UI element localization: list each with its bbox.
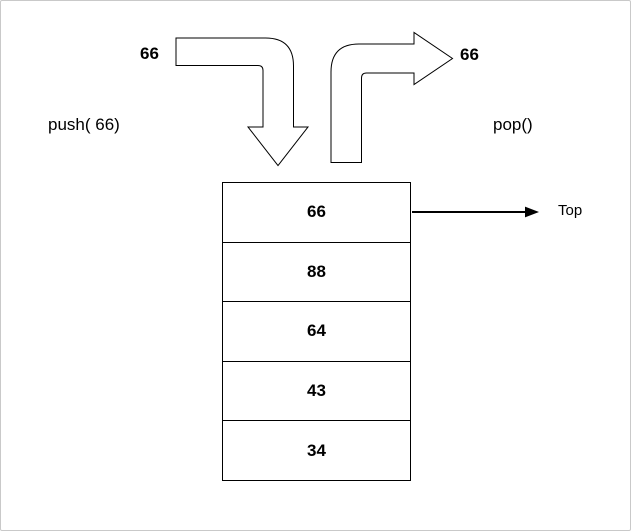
- pop-operation-label: pop(): [493, 115, 533, 134]
- stack-cell-value: 66: [307, 202, 326, 222]
- stack-cell-value: 88: [307, 261, 326, 281]
- stack-cell-value: 43: [307, 381, 326, 401]
- stack-cell-value: 64: [307, 321, 326, 341]
- top-pointer-arrow-icon: [412, 206, 539, 218]
- stack-cell: 34: [223, 420, 410, 480]
- stack-cell-value: 34: [307, 440, 326, 460]
- stack-cell: 88: [223, 241, 410, 302]
- top-pointer-label: Top: [558, 202, 583, 219]
- stack-cell: 66: [223, 183, 410, 242]
- stack-container: 66 88 64 43 34: [222, 182, 411, 481]
- stack-cell: 43: [223, 360, 410, 421]
- pop-value-label: 66: [460, 45, 479, 64]
- push-value-label: 66: [140, 44, 159, 63]
- stack-cell: 64: [223, 301, 410, 361]
- push-operation-label: push( 66): [48, 115, 120, 134]
- push-arrow-icon: [175, 37, 310, 167]
- pop-arrow-icon: [330, 31, 454, 163]
